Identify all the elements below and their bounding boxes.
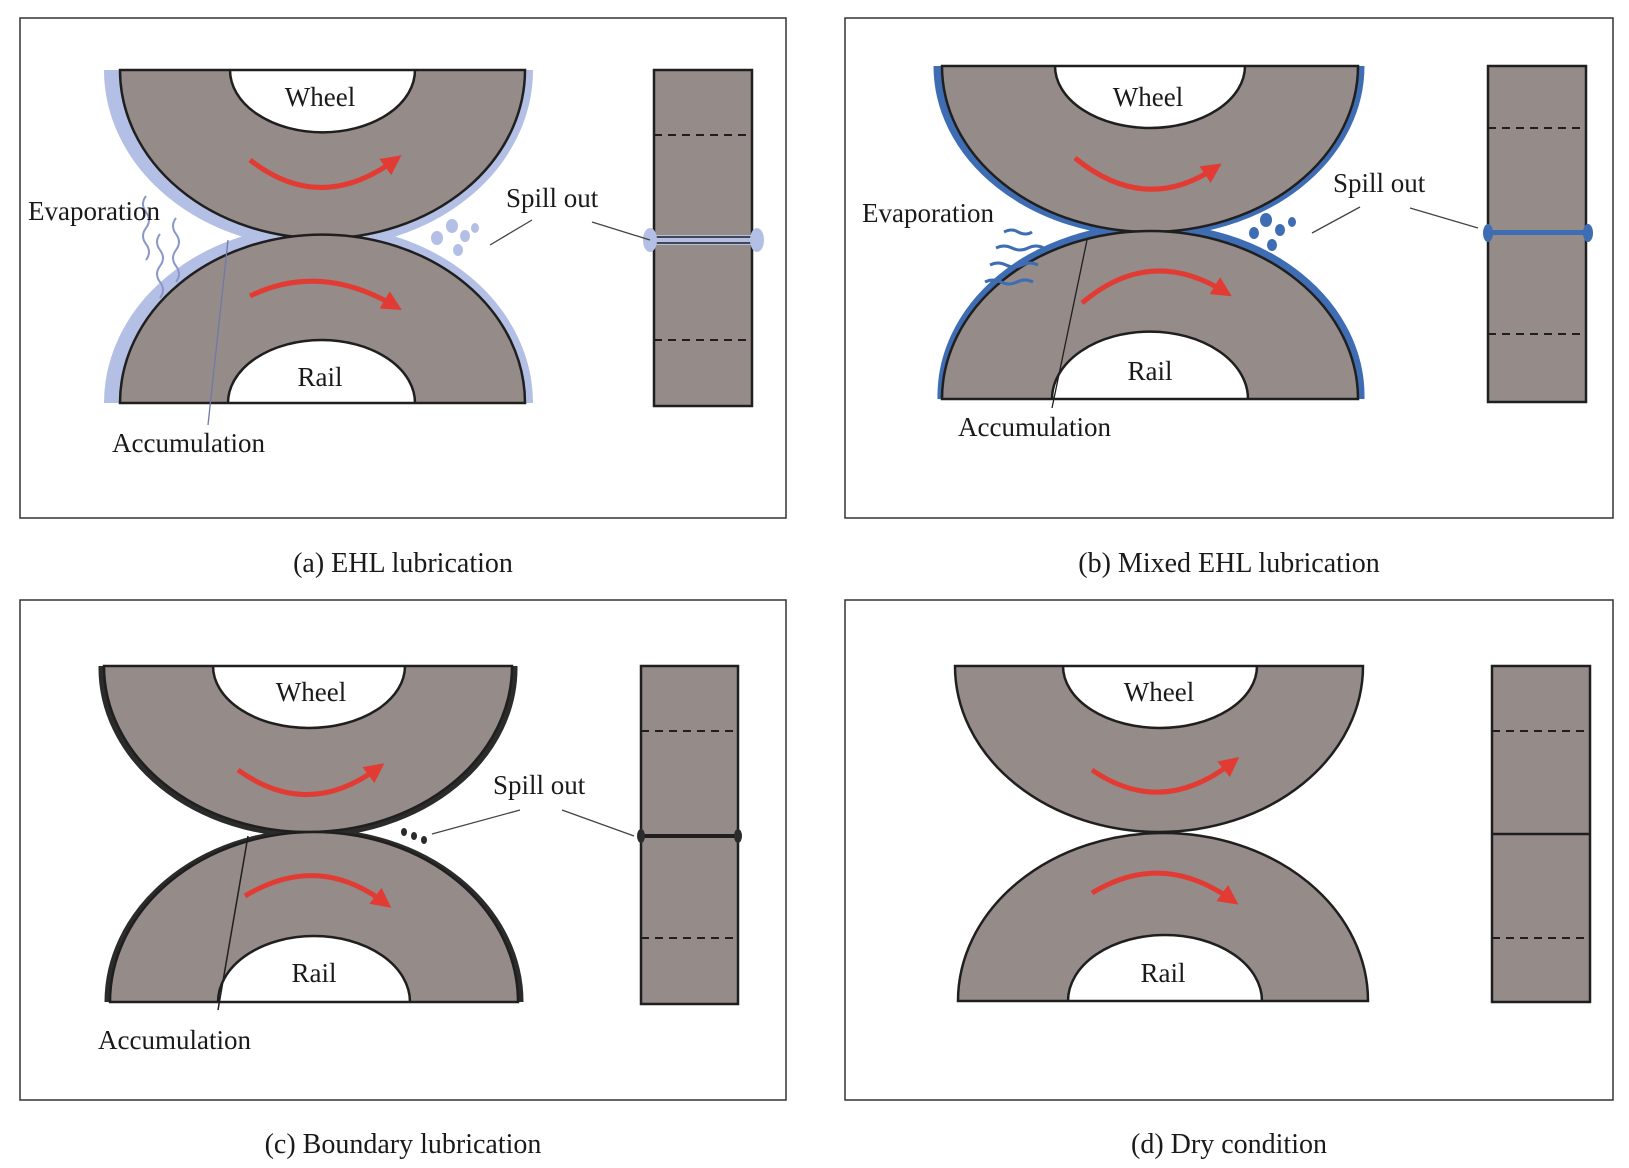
panel-b-evaporation-icon	[984, 228, 1045, 286]
panel-c-rail-label: Rail	[292, 958, 337, 988]
panel-c-accumulation-label: Accumulation	[98, 1025, 251, 1055]
panel-d-rail-arrow	[1090, 870, 1239, 905]
panel-d-wheel	[953, 664, 1365, 834]
panel-a-wheel-label: Wheel	[285, 82, 355, 112]
panel-a-spill-label: Spill out	[506, 183, 599, 213]
panel-b-spill-label: Spill out	[1333, 168, 1426, 198]
panel-d-rail-label: Rail	[1141, 958, 1186, 988]
panel-b-spill-leader-2	[1409, 207, 1479, 229]
panel-d-frame	[844, 599, 1614, 1101]
panel-a-rail-arrow	[248, 278, 402, 311]
panel-b-accumulation-label: Accumulation	[958, 412, 1111, 442]
panel-a-wheel-arrow	[248, 155, 402, 190]
panel-b-frame	[844, 17, 1614, 519]
panel-c-spill-label: Spill out	[493, 770, 586, 800]
panel-b-evaporation-label: Evaporation	[862, 198, 994, 228]
panel-c-spill-leader-2	[561, 809, 635, 837]
panel-d-wheel-label: Wheel	[1124, 677, 1194, 707]
panel-b-caption: (b) Mixed EHL lubrication	[1078, 548, 1379, 579]
panel-c-frame	[19, 599, 787, 1101]
panel-a-rail	[118, 233, 527, 405]
panel-b-spill-leader-1	[1311, 206, 1361, 234]
panel-c-rail	[108, 830, 520, 1004]
panel-a-frame	[19, 17, 787, 519]
panel-a-spill-leader-2	[591, 221, 651, 241]
panel-a-spill-leader-1	[489, 219, 533, 246]
panel-d-caption: (d) Dry condition	[1131, 1129, 1327, 1160]
panel-c-side-view	[637, 664, 742, 1006]
panel-a-accumulation-leader	[207, 239, 229, 426]
panel-a-accumulation-label: Accumulation	[112, 428, 265, 458]
panel-c: Wheel Rail Spill out Accumulation (c) Bo…	[19, 599, 787, 1160]
panel-a-rail-label: Rail	[298, 362, 343, 392]
panel-b-accumulation-leader	[1051, 239, 1088, 409]
panel-c-caption: (c) Boundary lubrication	[265, 1129, 542, 1160]
panel-c-rail-arrow	[243, 873, 392, 908]
panel-a: Wheel Rail Evaporation Spill out Accumul…	[19, 17, 787, 579]
panel-b-wheel-arrow	[1073, 156, 1222, 192]
panel-c-spill-leader-1	[431, 809, 521, 835]
panel-b-side-view	[1483, 64, 1593, 404]
panel-b-wheel	[940, 64, 1360, 234]
panel-b-rail	[940, 229, 1360, 401]
panel-c-spill-droplets	[401, 828, 427, 844]
panel-c-wheel-arrow	[236, 763, 385, 797]
panel-b: Wheel Rail Evaporation Spill out Accumul…	[844, 17, 1614, 579]
panel-a-evaporation-icon	[142, 195, 180, 299]
panel-c-wheel-label: Wheel	[276, 677, 346, 707]
panel-b-spill-droplets	[1249, 213, 1296, 251]
panel-b-wheel-label: Wheel	[1113, 82, 1183, 112]
panel-c-accumulation-leader	[217, 835, 249, 1011]
panel-a-evaporation-label: Evaporation	[28, 196, 160, 226]
panel-d: Wheel Rail (d) Dry condition	[844, 599, 1614, 1160]
panel-b-rail-arrow	[1080, 268, 1232, 305]
panel-c-wheel	[102, 664, 514, 834]
panel-d-wheel-arrow	[1090, 757, 1240, 795]
panel-a-spill-droplets	[431, 219, 479, 256]
panel-a-side-view	[643, 68, 764, 408]
panel-b-rail-label: Rail	[1128, 356, 1173, 386]
panel-d-side-view	[1490, 664, 1592, 1004]
panel-d-rail	[956, 831, 1370, 1003]
panel-a-caption: (a) EHL lubrication	[293, 548, 513, 579]
